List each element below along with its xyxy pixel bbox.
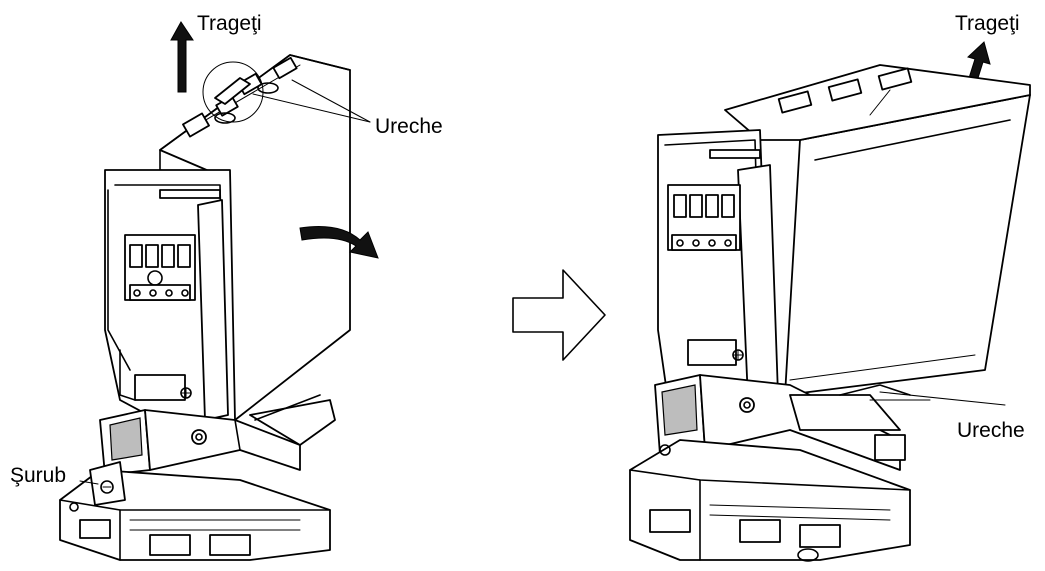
right-ear-label: Ureche [957,419,1025,442]
left-ear-leader-2 [291,79,371,123]
left-ear-label: Ureche [375,115,443,138]
left-screw-label: Şurub [10,464,66,487]
left-ear-callout-circle [202,61,264,123]
right-module-body [784,94,1031,396]
right-pull-label: Trageţi [955,12,1020,35]
right-device-illustration [629,41,1031,562]
step-arrow-icon [512,269,606,361]
right-ear-leader [879,391,1006,406]
left-pull-label: Trageţi [197,12,262,35]
left-ear-leader-1 [252,93,371,123]
left-pull-arrow-icon [170,21,194,93]
left-device-illustration [59,21,379,561]
left-rotate-arrow-icon [299,226,379,259]
left-din-rail-base [59,469,331,561]
left-screw-leader [79,480,99,485]
